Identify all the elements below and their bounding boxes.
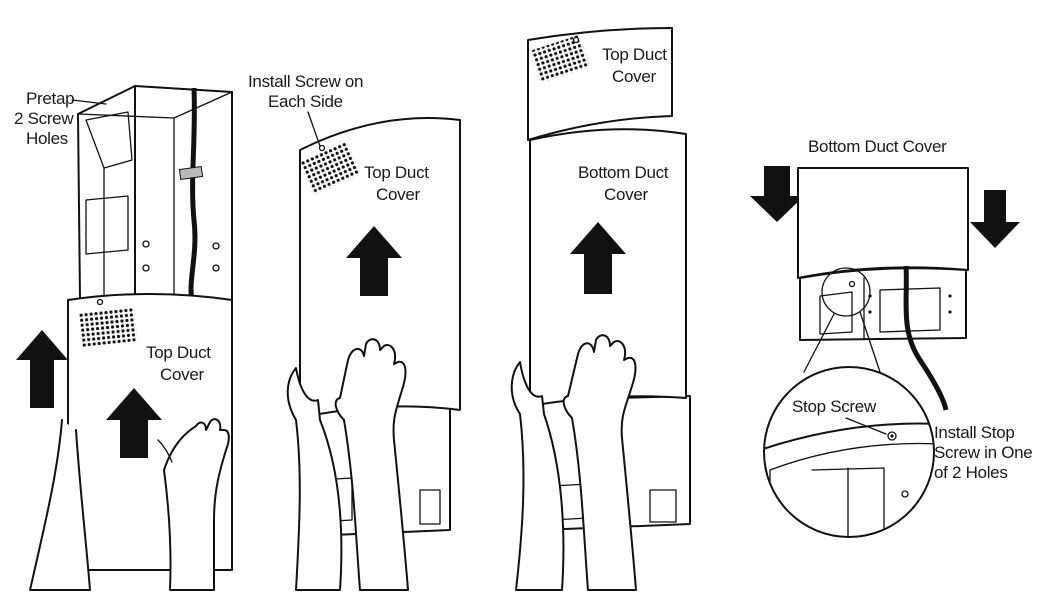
panel3-bottom-label-2: Cover bbox=[604, 185, 648, 204]
stop-screw-label: Stop Screw bbox=[792, 397, 877, 416]
panel3-top-label-1: Top Duct bbox=[602, 45, 667, 64]
hand-icon bbox=[286, 338, 409, 591]
down-arrow-icon bbox=[750, 166, 804, 222]
callout-circle bbox=[821, 267, 871, 317]
up-arrow-icon bbox=[16, 330, 68, 408]
install-stop-label-1: Install Stop bbox=[934, 423, 1015, 442]
hand-icon bbox=[510, 334, 637, 591]
panel3-bottom-label-1: Bottom Duct bbox=[578, 163, 669, 182]
frame-box bbox=[71, 85, 233, 301]
hand-icon bbox=[29, 418, 230, 591]
pretap-label-3: Holes bbox=[26, 129, 68, 148]
top-duct-cover-panel-3 bbox=[527, 27, 673, 141]
lower-frame-box-4 bbox=[799, 265, 967, 411]
panel-1-lift-cover: Pretap 2 Screw Holes Top Duct Cover bbox=[14, 85, 233, 591]
panel2-cover-label-1: Top Duct bbox=[364, 163, 429, 182]
vent-grille-icon bbox=[298, 140, 362, 196]
pretap-label-1: Pretap bbox=[26, 89, 74, 108]
panel3-top-label-2: Cover bbox=[612, 67, 656, 86]
bottom-duct-cover-label: Bottom Duct Cover bbox=[808, 137, 947, 156]
bottom-duct-cover-panel-4 bbox=[797, 167, 969, 279]
install-stop-label-2: Screw in One bbox=[934, 443, 1032, 462]
install-screw-label-1: Install Screw on bbox=[248, 72, 363, 91]
panel-3-bottom-cover: Top Duct Cover Bottom Duct Cover bbox=[510, 27, 691, 591]
pretap-label-2: 2 Screw bbox=[14, 109, 74, 128]
panel-4-stop-screw: Bottom Duct Cover bbox=[750, 137, 1033, 538]
up-arrow-icon bbox=[346, 226, 402, 296]
screw-icon bbox=[318, 144, 326, 152]
install-stop-label-3: of 2 Holes bbox=[934, 463, 1008, 482]
panel1-cover-label-1: Top Duct bbox=[146, 343, 211, 362]
install-screw-label-2: Each Side bbox=[268, 92, 343, 111]
panel2-cover-label-2: Cover bbox=[376, 185, 420, 204]
panel-2-install-screw: Install Screw on Each Side Top Duct Cove… bbox=[248, 72, 461, 591]
panel1-cover-label-2: Cover bbox=[160, 365, 204, 384]
down-arrow-icon bbox=[970, 190, 1020, 248]
up-arrow-icon bbox=[106, 388, 162, 458]
vent-grille-icon bbox=[78, 307, 138, 347]
up-arrow-icon bbox=[570, 222, 626, 294]
vent-grille-icon bbox=[530, 34, 590, 84]
magnifier-circle-icon bbox=[763, 366, 935, 538]
